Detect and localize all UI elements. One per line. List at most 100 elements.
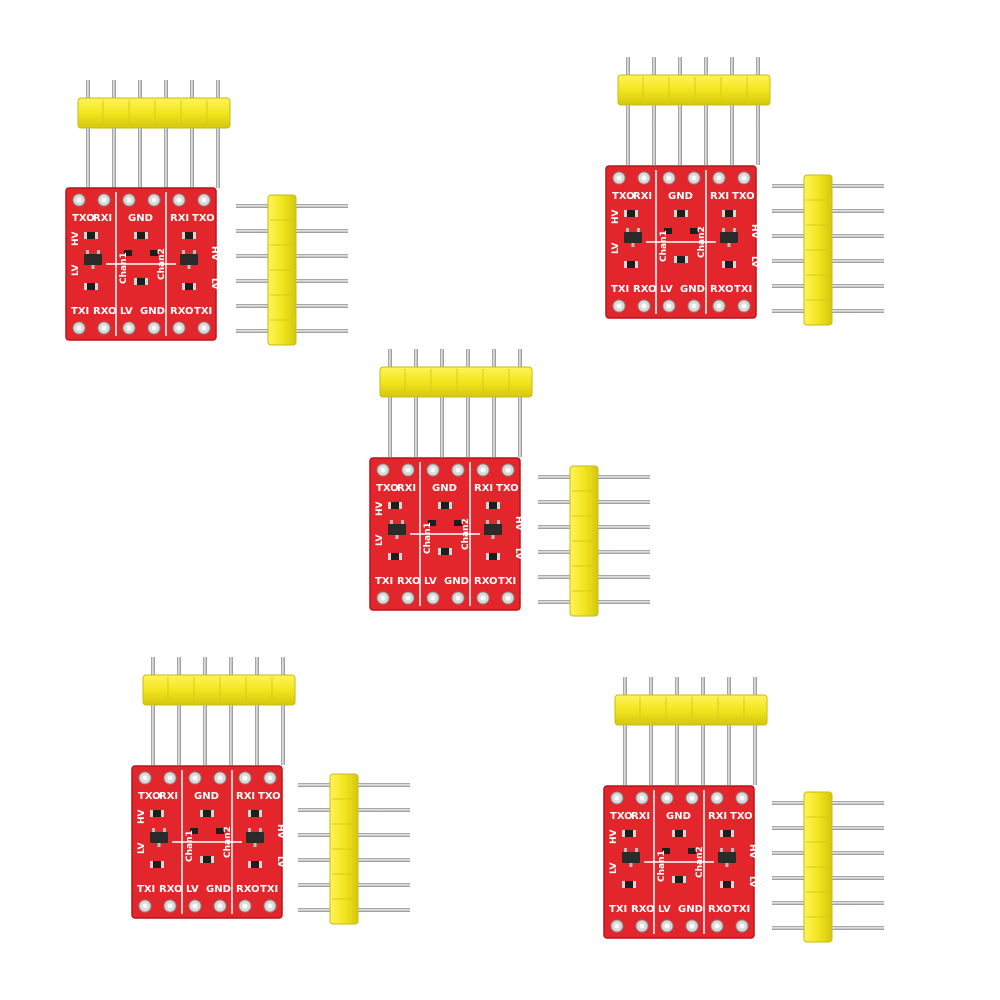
- pin-header-vertical: [614, 676, 768, 786]
- pin-header-horizontal: [297, 773, 411, 925]
- label-chan1: Chan1: [185, 830, 195, 862]
- label-bottom-rxo: RXO: [633, 284, 657, 295]
- label-bottom-gnd: GND: [140, 306, 165, 317]
- label-lv-right: LV: [749, 256, 759, 267]
- label-bottom-txi: TXI: [71, 306, 89, 317]
- label-hv-left: HV: [71, 231, 81, 246]
- label-hv-right: HV: [275, 824, 285, 839]
- label-rxi-right: RXI: [170, 213, 189, 224]
- label-lv-left: LV: [137, 843, 147, 854]
- pin-header-vertical: [379, 348, 533, 458]
- label-txo-right: TXO: [258, 791, 281, 802]
- label-txo-left: TXO: [610, 811, 633, 822]
- label-bottom-txi: TXI: [194, 306, 212, 317]
- label-chan1: Chan1: [119, 252, 129, 284]
- label-hv-right: HV: [209, 246, 219, 261]
- label-txo-left: TXO: [376, 483, 399, 494]
- label-txo-left: TXO: [612, 191, 635, 202]
- label-hv-left: HV: [611, 209, 621, 224]
- label-bottom-rxo: RXO: [631, 904, 655, 915]
- label-bottom-rxo: RXO: [708, 904, 732, 915]
- label-rxi-left: RXI: [633, 191, 652, 202]
- label-lv-right: LV: [275, 856, 285, 867]
- label-bottom-txi: TXI: [260, 884, 278, 895]
- pin-header-horizontal: [771, 174, 885, 326]
- label-hv-left: HV: [375, 501, 385, 516]
- label-bottom-lv: LV: [186, 884, 199, 895]
- label-lv-right: LV: [747, 876, 757, 887]
- label-hv-right: HV: [747, 844, 757, 859]
- label-lv-left: LV: [611, 243, 621, 254]
- label-bottom-txi: TXI: [732, 904, 750, 915]
- label-rxi-left: RXI: [93, 213, 112, 224]
- label-txo-left: TXO: [138, 791, 161, 802]
- label-bottom-txi: TXI: [498, 576, 516, 587]
- label-bottom-txi: TXI: [137, 884, 155, 895]
- label-txo-right: TXO: [732, 191, 755, 202]
- label-bottom-txi: TXI: [375, 576, 393, 587]
- label-hv-right: HV: [749, 224, 759, 239]
- label-bottom-gnd: GND: [678, 904, 703, 915]
- label-chan1: Chan1: [423, 522, 433, 554]
- label-gnd-top: GND: [668, 191, 693, 202]
- label-chan1: Chan1: [659, 230, 669, 262]
- pin-header-vertical: [617, 56, 771, 166]
- label-gnd-top: GND: [194, 791, 219, 802]
- label-bottom-gnd: GND: [444, 576, 469, 587]
- label-bottom-txi: TXI: [734, 284, 752, 295]
- label-bottom-lv: LV: [120, 306, 133, 317]
- label-bottom-gnd: GND: [680, 284, 705, 295]
- pin-header-horizontal: [235, 194, 349, 346]
- label-lv-right: LV: [513, 548, 523, 559]
- label-rxi-right: RXI: [710, 191, 729, 202]
- label-bottom-rxo: RXO: [397, 576, 421, 587]
- label-bottom-rxo: RXO: [474, 576, 498, 587]
- label-chan2: Chan2: [223, 826, 233, 858]
- label-rxi-right: RXI: [236, 791, 255, 802]
- label-chan1: Chan1: [657, 850, 667, 882]
- label-gnd-top: GND: [432, 483, 457, 494]
- label-bottom-rxo: RXO: [93, 306, 117, 317]
- label-rxi-right: RXI: [708, 811, 727, 822]
- label-bottom-rxo: RXO: [159, 884, 183, 895]
- label-txo-right: TXO: [730, 811, 753, 822]
- label-lv-left: LV: [375, 535, 385, 546]
- label-bottom-lv: LV: [658, 904, 671, 915]
- label-gnd-top: GND: [666, 811, 691, 822]
- label-txo-right: TXO: [192, 213, 215, 224]
- label-chan2: Chan2: [461, 518, 471, 550]
- label-hv-left: HV: [137, 809, 147, 824]
- label-chan2: Chan2: [697, 226, 707, 258]
- label-bottom-txi: TXI: [609, 904, 627, 915]
- label-rxi-left: RXI: [631, 811, 650, 822]
- label-bottom-rxo: RXO: [710, 284, 734, 295]
- label-lv-left: LV: [609, 863, 619, 874]
- label-txo-left: TXO: [72, 213, 95, 224]
- label-bottom-lv: LV: [660, 284, 673, 295]
- label-lv-left: LV: [71, 265, 81, 276]
- label-rxi-left: RXI: [397, 483, 416, 494]
- label-gnd-top: GND: [128, 213, 153, 224]
- label-bottom-gnd: GND: [206, 884, 231, 895]
- label-txo-right: TXO: [496, 483, 519, 494]
- label-hv-right: HV: [513, 516, 523, 531]
- pin-header-horizontal: [771, 791, 885, 943]
- label-chan2: Chan2: [157, 248, 167, 280]
- label-hv-left: HV: [609, 829, 619, 844]
- label-rxi-left: RXI: [159, 791, 178, 802]
- label-bottom-lv: LV: [424, 576, 437, 587]
- pin-header-vertical: [77, 79, 231, 189]
- pin-header-horizontal: [537, 465, 651, 617]
- label-lv-right: LV: [209, 278, 219, 289]
- label-rxi-right: RXI: [474, 483, 493, 494]
